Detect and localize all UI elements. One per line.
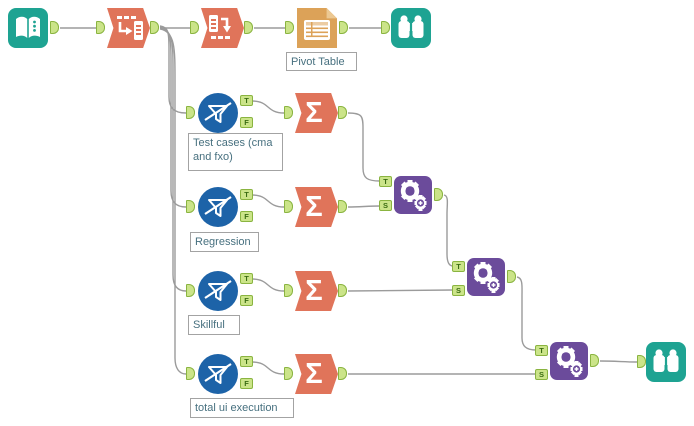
append1-target-anchor[interactable]: T (379, 176, 392, 187)
sigma-icon: Σ (305, 190, 323, 223)
table-tool[interactable] (297, 8, 337, 48)
filter-tool-skillful[interactable] (198, 271, 238, 311)
filter3-false-anchor[interactable]: F (240, 295, 253, 306)
summarize2-output-anchor[interactable] (338, 200, 347, 213)
summarize-tool-2[interactable]: Σ (295, 187, 338, 227)
summarize3-output-anchor[interactable] (338, 284, 347, 297)
cross-tab-tool[interactable] (201, 8, 244, 48)
table-input-anchor[interactable] (285, 21, 294, 34)
table-output-anchor[interactable] (339, 21, 348, 34)
filter4-true-anchor[interactable]: T (240, 356, 253, 367)
append1-output-anchor[interactable] (434, 188, 443, 201)
summarize1-input-anchor[interactable] (284, 106, 293, 119)
append3-target-anchor[interactable]: T (535, 345, 548, 356)
cross-tab-icon (209, 15, 231, 39)
crosstab-output-anchor[interactable] (244, 21, 253, 34)
sigma-icon: Σ (305, 274, 323, 307)
gears-icon (556, 346, 583, 377)
open-book-icon (16, 16, 40, 38)
summarize-tool-3[interactable]: Σ (295, 271, 338, 311)
crosstab-input-anchor[interactable] (190, 21, 199, 34)
filter4-input-anchor[interactable] (186, 367, 195, 380)
append-fields-tool-3[interactable] (550, 342, 588, 380)
summarize2-input-anchor[interactable] (284, 200, 293, 213)
append1-source-anchor[interactable]: S (379, 200, 392, 211)
filter-funnel-icon (204, 280, 232, 301)
append-fields-tool-1[interactable] (394, 176, 432, 214)
browse2-input-anchor[interactable] (637, 355, 646, 368)
annotation-test-cases[interactable]: Test cases (cma and fxo) (188, 133, 283, 171)
filter-tool-test-cases[interactable] (198, 93, 238, 133)
summarize1-output-anchor[interactable] (338, 106, 347, 119)
summarize4-output-anchor[interactable] (338, 367, 347, 380)
input-data-output-anchor[interactable] (50, 21, 59, 34)
browse1-input-anchor[interactable] (381, 21, 390, 34)
summarize4-input-anchor[interactable] (284, 367, 293, 380)
input-data-tool[interactable] (8, 8, 48, 48)
annotation-total-ui[interactable]: total ui execution (190, 398, 294, 418)
filter1-input-anchor[interactable] (186, 106, 195, 119)
append2-output-anchor[interactable] (507, 270, 516, 283)
filter-funnel-icon (204, 363, 232, 384)
table-grid-icon (304, 20, 330, 40)
append2-target-anchor[interactable]: T (452, 261, 465, 272)
gears-icon (400, 180, 427, 211)
transpose-icon (117, 16, 143, 40)
sigma-icon: Σ (305, 96, 323, 129)
summarize-tool-4[interactable]: Σ (295, 354, 338, 394)
append3-source-anchor[interactable]: S (535, 369, 548, 380)
transpose-tool[interactable] (107, 8, 150, 48)
filter4-false-anchor[interactable]: F (240, 378, 253, 389)
transpose-input-anchor[interactable] (96, 21, 105, 34)
binoculars-icon (653, 349, 679, 372)
append2-source-anchor[interactable]: S (452, 285, 465, 296)
summarize-tool-1[interactable]: Σ (295, 93, 338, 133)
filter1-true-anchor[interactable]: T (240, 95, 253, 106)
sigma-icon: Σ (305, 357, 323, 390)
filter2-input-anchor[interactable] (186, 200, 195, 213)
append-fields-tool-2[interactable] (467, 258, 505, 296)
gears-icon (473, 262, 500, 293)
filter-tool-regression[interactable] (198, 187, 238, 227)
annotation-pivot-table[interactable]: Pivot Table (286, 52, 357, 71)
filter-tool-total-ui[interactable] (198, 354, 238, 394)
binoculars-icon (398, 15, 424, 38)
annotation-regression[interactable]: Regression (190, 232, 259, 252)
append3-output-anchor[interactable] (590, 354, 599, 367)
filter3-input-anchor[interactable] (186, 284, 195, 297)
browse-tool-top[interactable] (391, 8, 431, 48)
filter-funnel-icon (204, 102, 232, 123)
filter2-false-anchor[interactable]: F (240, 211, 253, 222)
summarize3-input-anchor[interactable] (284, 284, 293, 297)
transpose-output-anchor[interactable] (150, 21, 159, 34)
filter-funnel-icon (204, 196, 232, 217)
annotation-skillful[interactable]: Skillful (188, 315, 240, 335)
filter3-true-anchor[interactable]: T (240, 273, 253, 284)
page-fold (326, 8, 337, 19)
filter2-true-anchor[interactable]: T (240, 189, 253, 200)
browse-tool-bottom[interactable] (646, 342, 686, 382)
filter1-false-anchor[interactable]: F (240, 117, 253, 128)
